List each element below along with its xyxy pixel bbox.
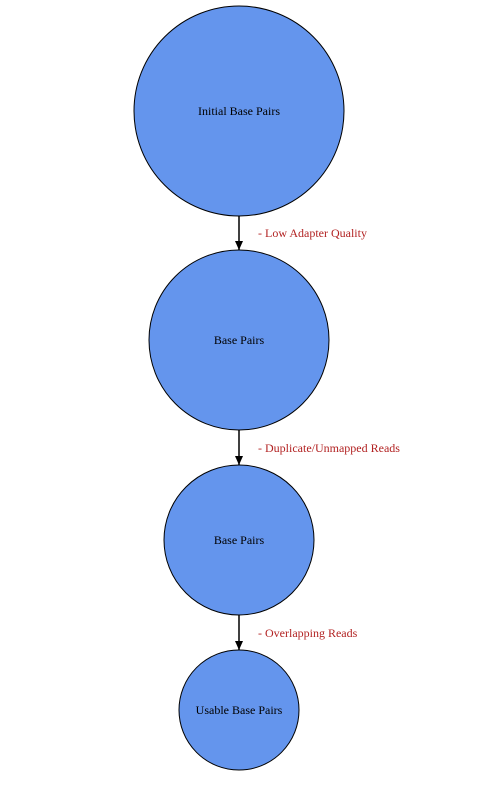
edge-label-duplicate-unmapped-reads: - Duplicate/Unmapped Reads — [258, 441, 400, 455]
edge-label-low-adapter-quality: - Low Adapter Quality — [258, 226, 367, 240]
edge-after-adapter-to-after-duplicate: - Duplicate/Unmapped Reads — [235, 430, 400, 465]
node-circle — [133, 5, 345, 217]
node-label-usable-base-pairs: Usable Base Pairs — [196, 703, 283, 717]
edge-label-overlapping-reads: - Overlapping Reads — [258, 626, 358, 640]
node-circle — [148, 249, 330, 431]
node-circle — [163, 464, 315, 616]
node-label-initial-base-pairs: Initial Base Pairs — [198, 104, 280, 118]
edge-initial-to-after-adapter: - Low Adapter Quality — [235, 216, 367, 250]
edge-after-duplicate-to-usable: - Overlapping Reads — [235, 615, 358, 650]
node-usable-base-pairs: Usable Base Pairs — [178, 649, 300, 771]
node-label-base-pairs: Base Pairs — [214, 333, 265, 347]
node-label-base-pairs: Base Pairs — [214, 533, 265, 547]
node-circle — [178, 649, 300, 771]
node-base-pairs-after-duplicate: Base Pairs — [163, 464, 315, 616]
node-initial-base-pairs: Initial Base Pairs — [133, 5, 345, 217]
node-base-pairs-after-adapter: Base Pairs — [148, 249, 330, 431]
